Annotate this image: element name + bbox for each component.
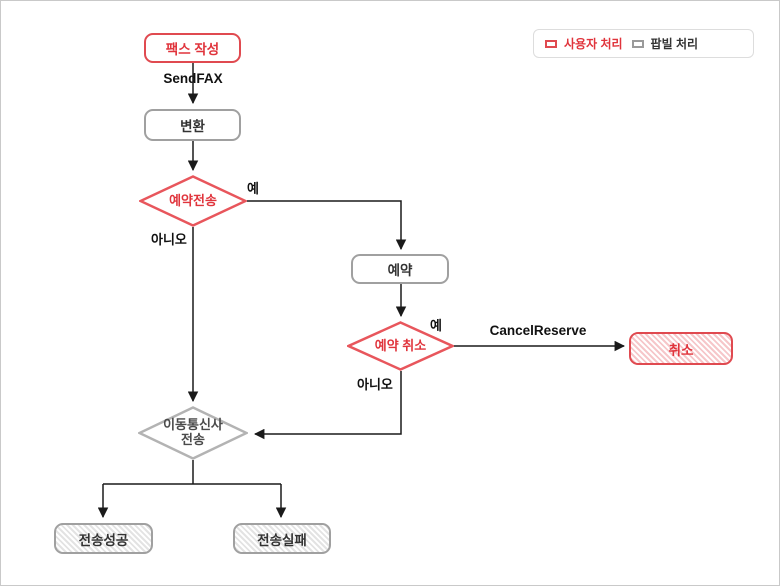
node-carrier-send-label-line2: 전송: [181, 432, 205, 447]
node-convert-label: 변환: [180, 119, 205, 134]
user-process-swatch-icon: [545, 39, 557, 48]
node-fax-compose: 팩스 작성: [144, 33, 241, 63]
node-send-success: 전송성공: [54, 523, 153, 554]
node-carrier-send-label-line1: 이동통신사: [163, 417, 223, 433]
diamond-shape: [138, 406, 248, 460]
legend-item-user: 사용자 처리: [545, 35, 623, 52]
node-convert: 변환: [144, 109, 241, 141]
node-carrier-send-decision: 이동통신사 전송: [138, 406, 248, 460]
diamond-shape: [139, 175, 247, 227]
legend: 사용자 처리 팝빌 처리: [533, 29, 754, 58]
node-send-fail: 전송실패: [233, 523, 331, 554]
legend-item-popbill: 팝빌 처리: [631, 35, 699, 52]
legend-popbill-label: 팝빌 처리: [650, 37, 699, 51]
node-cancel: 취소: [629, 332, 733, 365]
edge-label-reserve-cancel-no: 아니오: [357, 377, 393, 392]
edge-label-cancel-reserve: CancelReserve: [489, 323, 587, 338]
edge-label-sendfax: SendFAX: [163, 71, 223, 86]
popbill-process-swatch-icon: [631, 39, 644, 48]
node-send-success-label: 전송성공: [78, 532, 129, 548]
edge-label-reserve-send-no: 아니오: [151, 232, 187, 247]
node-reserve-label: 예약: [387, 263, 413, 278]
legend-user-label: 사용자 처리: [564, 37, 623, 51]
edge-label-reserve-cancel-yes: 예: [430, 318, 442, 333]
node-carrier-send-label: 이동통신사 전송: [138, 406, 248, 460]
node-reserve: 예약: [351, 254, 449, 284]
edge-label-reserve-send-yes: 예: [247, 181, 259, 196]
node-send-fail-label: 전송실패: [257, 532, 307, 548]
diamond-shape: [347, 321, 454, 371]
node-reserve-send-decision: 예약전송: [139, 175, 247, 227]
node-fax-compose-label: 팩스 작성: [165, 42, 220, 57]
node-cancel-label: 취소: [668, 342, 694, 358]
node-reserve-cancel-label: 예약 취소: [374, 337, 427, 353]
node-reserve-cancel-decision: 예약 취소: [347, 321, 454, 371]
node-reserve-send-label: 예약전송: [169, 192, 217, 208]
